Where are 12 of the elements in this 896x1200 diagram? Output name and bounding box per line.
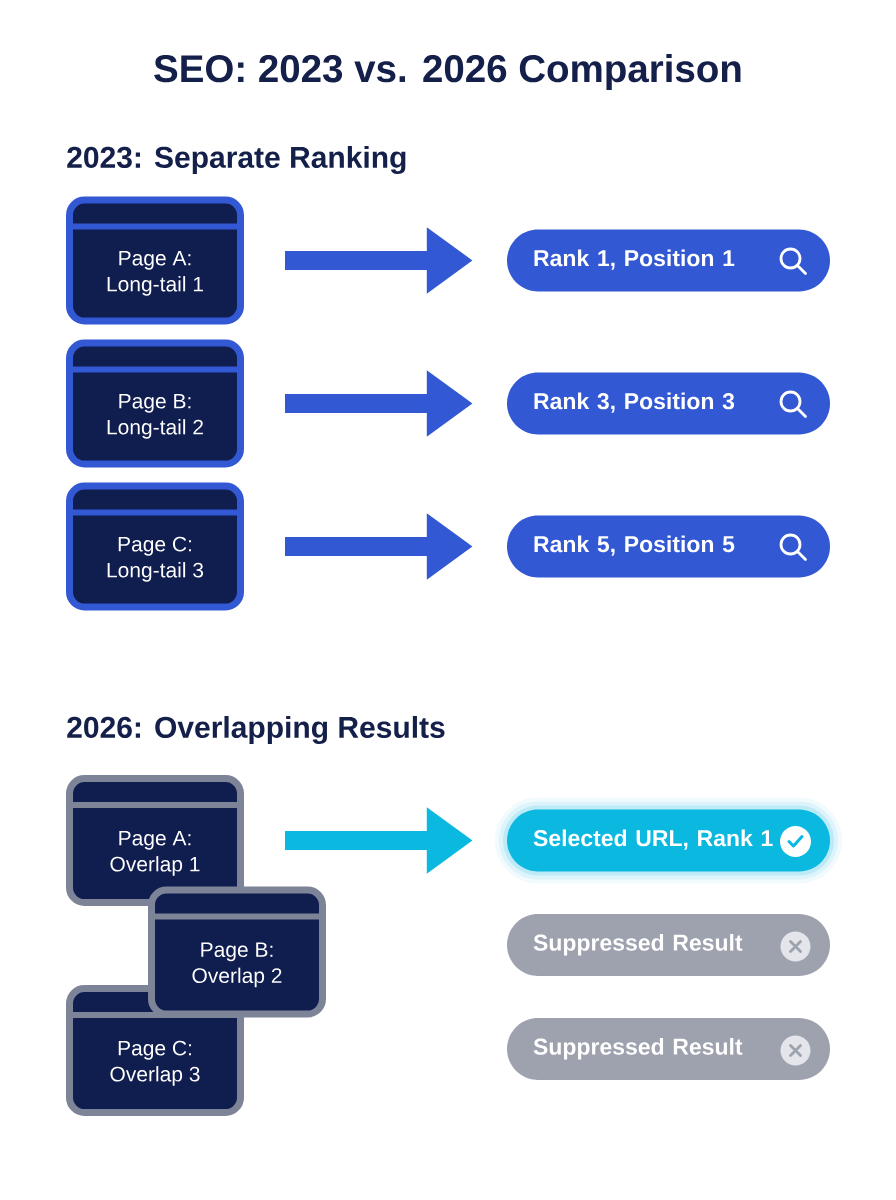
- result-pill: Suppressed Result: [507, 914, 830, 976]
- result-pill: Rank 3, Position 3: [507, 372, 830, 435]
- result-pill: Suppressed Result: [507, 1018, 830, 1080]
- page-card: Page B: Overlap 2: [148, 886, 326, 1018]
- page-card: Page A: Overlap 1: [66, 775, 244, 906]
- section-heading: 2026: Overlapping Results: [67, 715, 445, 745]
- page-card: Page B: Long-tail 2: [66, 339, 244, 468]
- result-pill: Rank 1, Position 1: [507, 229, 830, 292]
- result-pill: Rank 5, Position 5: [507, 515, 830, 578]
- page-card: Page A: Long-tail 1: [66, 196, 244, 325]
- page-card: Page C: Long-tail 3: [66, 482, 244, 611]
- title: SEO: 2023 vs. 2026 Comparison: [154, 54, 741, 90]
